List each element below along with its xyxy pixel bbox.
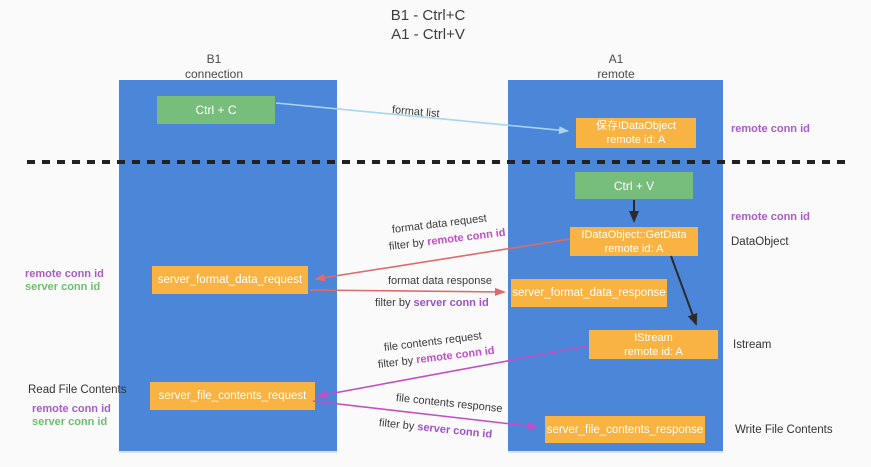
server-format-data-response-label: server_format_data_response [512, 287, 666, 299]
server-conn-id-label-left: server conn id [25, 281, 101, 293]
title-line-2: A1 - Ctrl+V [391, 26, 465, 43]
write-file-contents-label: Write File Contents [735, 424, 833, 436]
lane-header-a1: A1 remote [556, 52, 676, 82]
left-conn-id-group-bottom: remote conn id server conn id [32, 403, 111, 429]
ctrl-v-label: Ctrl + V [613, 178, 655, 193]
istream-line2: remote id: A [624, 345, 683, 358]
istream-side-label: Istream [733, 339, 772, 351]
istream-box: IStream remote id: A [589, 330, 718, 359]
remote-conn-id-label-mid: remote conn id [731, 211, 810, 223]
format-list-label: format list [391, 104, 441, 121]
left-conn-id-group-top: remote conn id server conn id [25, 268, 104, 294]
file-response-filter-label: filter by server conn id [378, 417, 492, 441]
filter-by-text: filter by [375, 297, 414, 309]
filter-by-text: filter by [388, 236, 428, 253]
save-idataobject-box: 保存IDataObject remote id: A [576, 118, 696, 148]
format-response-filter-label: filter by server conn id [375, 297, 489, 309]
server-format-data-request-label: server_format_data_request [157, 274, 303, 286]
server-conn-id-highlight: server conn id [416, 421, 493, 441]
diagram-title: B1 - Ctrl+C A1 - Ctrl+V [278, 6, 578, 44]
lane-a1-title: A1 [608, 52, 624, 66]
filter-by-text: filter by [377, 354, 417, 371]
remote-conn-id-label-left2: remote conn id [32, 403, 111, 415]
format-data-response-label: format data response [388, 275, 492, 287]
server-format-data-response-box: server_format_data_response [511, 279, 667, 307]
title-line-1: B1 - Ctrl+C [390, 7, 466, 24]
remote-conn-id-label-left: remote conn id [25, 268, 104, 280]
idataobject-getdata-box: IDataObject::GetData remote id: A [570, 227, 698, 256]
server-file-contents-response-box: server_file_contents_response [545, 416, 705, 443]
phase-separator-dashed-line [27, 160, 847, 164]
ctrl-c-box: Ctrl + C [157, 96, 275, 124]
save-idataobject-line1: 保存IDataObject [595, 120, 677, 132]
server-file-contents-response-label: server_file_contents_response [546, 423, 704, 436]
format-data-response-arrow [309, 287, 506, 296]
server-format-data-request-box: server_format_data_request [152, 266, 308, 294]
file-contents-response-label: file contents response [395, 392, 504, 416]
ctrl-c-label: Ctrl + C [195, 103, 237, 117]
save-idataobject-line2: remote id: A [606, 134, 666, 146]
istream-line1: IStream [634, 331, 673, 344]
server-file-contents-request-box: server_file_contents_request [150, 382, 315, 410]
filter-by-text: filter by [378, 417, 418, 433]
dataobject-label: DataObject [731, 236, 789, 248]
remote-conn-id-label-top: remote conn id [731, 123, 810, 135]
server-conn-id-label-left2: server conn id [32, 416, 108, 428]
lane-header-b1: B1 connection [154, 52, 274, 82]
ctrl-v-box: Ctrl + V [575, 172, 693, 199]
idataobject-getdata-line1: IDataObject::GetData [581, 228, 687, 241]
read-file-contents-label: Read File Contents [28, 384, 127, 396]
lane-b1-subtitle: connection [184, 67, 244, 81]
server-conn-id-highlight: server conn id [413, 297, 489, 309]
server-file-contents-request-label: server_file_contents_request [158, 390, 307, 402]
lane-b1-title: B1 [206, 52, 222, 66]
lane-a1-subtitle: remote [597, 67, 635, 81]
idataobject-getdata-line2: remote id: A [604, 242, 664, 255]
